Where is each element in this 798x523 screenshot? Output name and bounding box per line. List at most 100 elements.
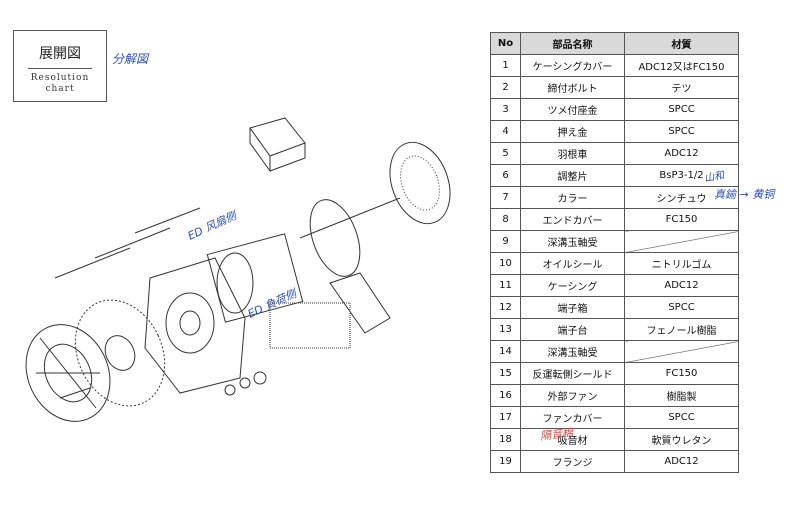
cell-part-name: ファンカバー — [520, 406, 625, 429]
cell-no: 8 — [490, 208, 521, 231]
cell-part-name: 深溝玉軸受 — [520, 230, 625, 253]
cell-part-name: フランジ — [520, 450, 625, 473]
header-material: 材質 — [624, 32, 739, 55]
cell-material: ADC12 — [624, 142, 739, 165]
flange-drawing — [329, 272, 391, 334]
cell-part-name: エンドカバー — [520, 208, 625, 231]
cell-no: 9 — [490, 230, 521, 253]
cell-part-name: 締付ボルト — [520, 76, 625, 99]
cell-part-name: オイルシール — [520, 252, 625, 275]
cell-no: 5 — [490, 142, 521, 165]
handwritten-title: 分解図 — [112, 52, 149, 66]
cell-no: 11 — [490, 274, 521, 297]
cell-material: 樹脂製 — [624, 384, 739, 407]
cell-no: 1 — [490, 54, 521, 77]
cell-material: ADC12 — [624, 274, 739, 297]
cell-material: SPCC — [624, 120, 739, 143]
fan-cover-drawing — [25, 324, 111, 422]
cell-no: 6 — [490, 164, 521, 187]
cell-material: ADC12又はFC150 — [624, 54, 739, 77]
cell-part-name: カラー — [520, 186, 625, 209]
cell-no: 3 — [490, 98, 521, 121]
cell-material: 軟質ウレタン — [624, 428, 739, 451]
external-fan-drawing — [74, 299, 166, 407]
handwritten-note-row18: 隔音棉 — [539, 426, 574, 443]
handwritten-note-row7: 真鍮 → 黄铜 — [714, 188, 775, 201]
cell-part-name: ケーシングカバー — [520, 54, 625, 77]
cell-no: 17 — [490, 406, 521, 429]
rear-fan-cover-drawing — [389, 141, 451, 225]
cell-part-name: ケーシング — [520, 274, 625, 297]
cell-no: 14 — [490, 340, 521, 363]
cell-part-name: 押え金 — [520, 120, 625, 143]
title-divider — [28, 68, 92, 69]
handwritten-ed-load-side: ED 負荷侧 — [246, 286, 300, 321]
cell-no: 19 — [490, 450, 521, 473]
cell-material: テツ — [624, 76, 739, 99]
cell-no: 15 — [490, 362, 521, 385]
cell-part-name: 反運転側シールド — [520, 362, 625, 385]
cell-part-name: 羽根車 — [520, 142, 625, 165]
handwritten-ed-fan-side: ED 风扇侧 — [186, 208, 240, 243]
title-box: 展開図 Resolution chart — [13, 30, 107, 102]
cell-material — [624, 340, 739, 363]
cell-material: FC150 — [624, 362, 739, 385]
stator-drawing — [206, 233, 304, 323]
cell-no: 7 — [490, 186, 521, 209]
exploded-drawing: ED 风扇侧 ED 負荷侧 — [0, 88, 470, 519]
terminal-box-drawing — [249, 117, 306, 157]
cell-material: SPCC — [624, 98, 739, 121]
casing-drawing — [144, 257, 246, 394]
cell-part-name: 外部ファン — [520, 384, 625, 407]
cell-material: SPCC — [624, 296, 739, 319]
cell-part-name: 調整片 — [520, 164, 625, 187]
cell-part-name: 端子箱 — [520, 296, 625, 319]
title-en-line1: Resolution — [30, 73, 90, 83]
cell-no: 2 — [490, 76, 521, 99]
table-header-row: No 部品名称 材質 — [490, 32, 739, 55]
title-en: Resolution chart — [14, 73, 106, 95]
end-cover-drawing — [309, 199, 361, 277]
cell-material: SPCC — [624, 406, 739, 429]
cell-no: 13 — [490, 318, 521, 341]
cell-material: フェノール樹脂 — [624, 318, 739, 341]
title-jp: 展開図 — [39, 46, 81, 62]
exploded-drawing-svg: ED 风扇侧 ED 負荷侧 — [25, 117, 451, 422]
cell-no: 18 — [490, 428, 521, 451]
header-no: No — [490, 32, 521, 55]
cell-material: ニトリルゴム — [624, 252, 739, 275]
cell-material: ADC12 — [624, 450, 739, 473]
cell-no: 12 — [490, 296, 521, 319]
cell-part-name: 端子台 — [520, 318, 625, 341]
sound-absorber-drawing — [269, 302, 351, 349]
cell-no: 16 — [490, 384, 521, 407]
cell-material — [624, 230, 739, 253]
header-part-name: 部品名称 — [520, 32, 625, 55]
cell-material: FC150 — [624, 208, 739, 231]
title-en-line2: chart — [45, 84, 75, 94]
cell-no: 10 — [490, 252, 521, 275]
cell-part-name: ツメ付座金 — [520, 98, 625, 121]
cell-no: 4 — [490, 120, 521, 143]
